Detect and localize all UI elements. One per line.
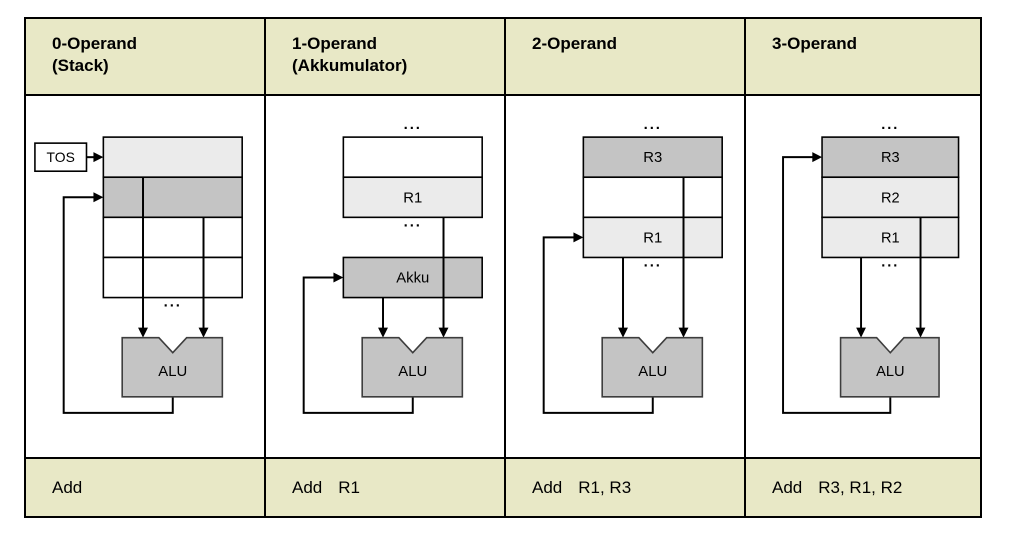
register-cell xyxy=(821,176,960,219)
dots-bottom: ... xyxy=(404,213,422,230)
dots-top: ... xyxy=(881,117,899,133)
register-cell xyxy=(102,216,243,259)
dots-bottom: ... xyxy=(644,253,662,270)
header-cell-3-operand: 3-Operand xyxy=(746,19,980,96)
alu-feedback-line xyxy=(542,236,654,414)
alu-right-input-arrow xyxy=(438,327,449,338)
instruction-cell-2-operand: Add R1, R3 xyxy=(506,457,746,516)
register-cell xyxy=(582,136,723,179)
instruction-cell-3-operand: Add R3, R1, R2 xyxy=(746,457,980,516)
alu-feedback-arrow xyxy=(812,152,823,163)
tos-label: TOS xyxy=(47,149,75,165)
accumulator-label: Akku xyxy=(396,269,429,286)
instruction-operands: R1, R3 xyxy=(578,477,632,497)
alu-left-input-arrow xyxy=(138,327,148,338)
register-label: R3 xyxy=(643,149,662,166)
register-cell xyxy=(582,216,723,259)
alu-feedback-arrow xyxy=(93,192,104,203)
instruction-operands: R3, R1, R2 xyxy=(818,477,903,497)
register-label: R1 xyxy=(881,230,900,246)
header-line-1: 1-Operand xyxy=(292,34,378,53)
register-label: R3 xyxy=(881,150,900,166)
register-label: R2 xyxy=(881,190,900,206)
alu-label: ALU xyxy=(638,363,667,380)
header-line-2: (Stack) xyxy=(52,56,109,75)
register-cell xyxy=(582,176,723,219)
alu-feedback-line xyxy=(62,196,174,414)
instruction-mnemonic: Add xyxy=(532,477,563,497)
alu-label: ALU xyxy=(158,363,187,380)
alu-left-input-arrow xyxy=(618,327,628,338)
tos-arrow xyxy=(93,152,104,163)
register-cell xyxy=(821,216,960,259)
register-cell xyxy=(102,136,243,179)
header-line-1: 0-Operand xyxy=(52,34,138,53)
instruction-mnemonic: Add xyxy=(52,477,83,497)
alu-feedback-arrow xyxy=(573,232,584,243)
alu-feedback-line xyxy=(782,156,892,414)
register-cell xyxy=(342,136,483,179)
alu-box xyxy=(361,336,464,398)
alu-right-input-arrow xyxy=(915,327,926,338)
instruction-mnemonic: Add xyxy=(772,477,803,497)
alu-right-input-arrow xyxy=(198,327,209,338)
register-label: R1 xyxy=(403,189,422,206)
instruction-mnemonic: Add xyxy=(292,477,323,497)
stack-architecture-svg: ... ALU TOS xyxy=(34,136,243,414)
alu-box xyxy=(839,336,940,398)
tos-box xyxy=(34,142,88,173)
architecture-comparison-table: 0-Operand (Stack) 1-Operand (Akkumulator… xyxy=(24,17,982,518)
dots-bottom: ... xyxy=(881,254,899,270)
register-cell xyxy=(821,136,960,179)
diagram-cell-stack: ... ALU TOS xyxy=(26,96,266,457)
alu-label: ALU xyxy=(398,363,427,380)
alu-feedback-arrow xyxy=(333,272,344,283)
alu-label: ALU xyxy=(876,364,904,380)
register-label: R1 xyxy=(643,229,662,246)
instruction-cell-accumulator: Add R1 xyxy=(266,457,506,516)
alu-right-input-arrow xyxy=(678,327,689,338)
dots-top: ... xyxy=(404,116,422,133)
alu-left-input-arrow xyxy=(856,327,866,338)
header-line-1: 3-Operand xyxy=(772,34,858,53)
alu-left-input-arrow xyxy=(378,327,388,338)
instruction-cell-stack: Add xyxy=(26,457,266,516)
instruction-operands: R1 xyxy=(338,477,360,497)
alu-box xyxy=(121,336,224,398)
register-cell xyxy=(342,176,483,219)
alu-feedback-line xyxy=(302,276,414,414)
header-line-2: (Akkumulator) xyxy=(292,56,408,75)
accumulator-box xyxy=(342,256,483,299)
header-cell-1-operand: 1-Operand (Akkumulator) xyxy=(266,19,506,96)
dots-bottom: ... xyxy=(164,294,182,311)
dots-top: ... xyxy=(644,116,662,133)
header-line-1: 2-Operand xyxy=(532,34,618,53)
alu-box xyxy=(601,336,704,398)
register-cell xyxy=(102,256,243,299)
header-cell-2-operand: 2-Operand xyxy=(506,19,746,96)
header-cell-0-operand: 0-Operand (Stack) xyxy=(26,19,266,96)
register-cell xyxy=(102,176,243,219)
